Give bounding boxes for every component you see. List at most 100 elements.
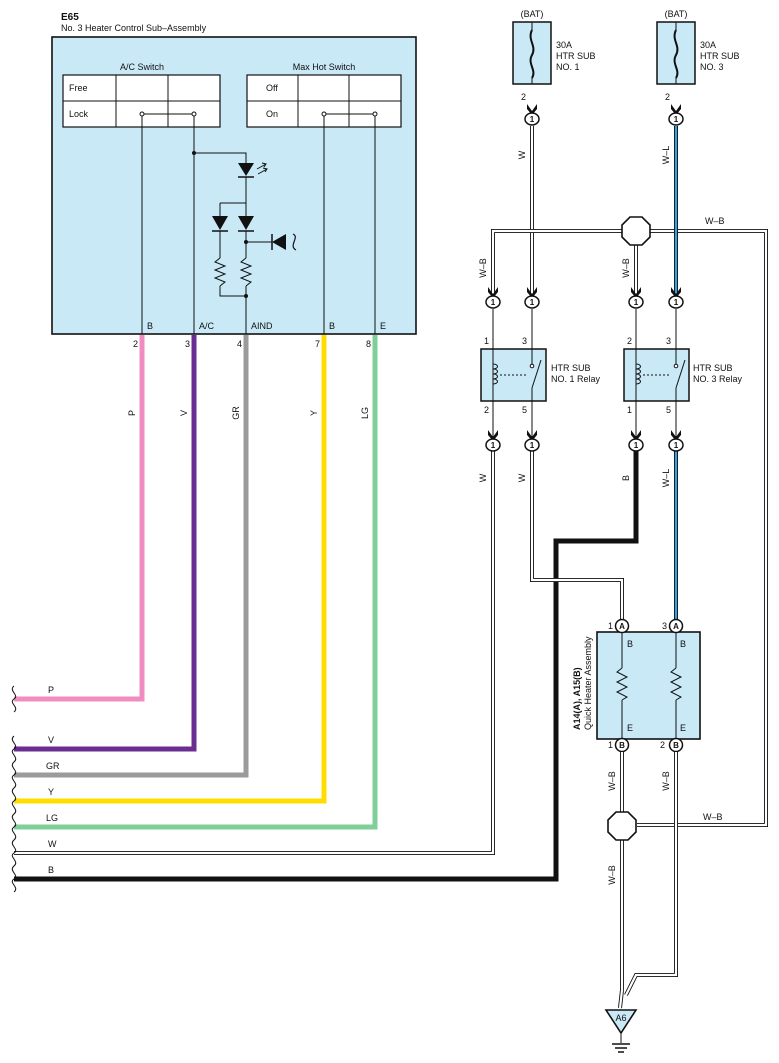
pin-number: 2 — [665, 92, 670, 102]
ground-icon — [612, 1043, 630, 1053]
harness-wires: P V GR Y LG P V GR Y LG W B — [11, 335, 639, 893]
terminal-label: AIND — [251, 321, 273, 331]
splice-point — [621, 216, 651, 246]
wire-color-label: LG — [360, 407, 370, 419]
pin-number: 4 — [237, 339, 242, 349]
terminal-label: B — [680, 639, 686, 649]
max-hot-switch-title: Max Hot Switch — [293, 62, 356, 72]
fuse-name: NO. 3 — [700, 62, 724, 72]
connector-marker: 1 — [524, 104, 540, 126]
quick-heater-assembly: A14(A), A15(B) Quick Heater Assembly B B… — [572, 618, 701, 753]
terminal-label: B — [147, 321, 153, 331]
wire-color-label: W — [517, 473, 527, 482]
terminal-label: E — [680, 723, 686, 733]
connector-number: 1 — [530, 441, 535, 450]
left-wire-label: GR — [46, 761, 60, 771]
ac-switch-row-free: Free — [69, 83, 88, 93]
relay-contact-icon — [675, 359, 686, 389]
connector-marker: 1 — [668, 430, 684, 452]
wire-color-label: Y — [309, 410, 319, 416]
relay-stubs — [492, 309, 677, 438]
left-wire-label: B — [48, 865, 54, 875]
connector-number: 1 — [674, 298, 679, 307]
pin-number: 5 — [522, 405, 527, 415]
left-wire-label: V — [48, 735, 54, 745]
pin-number: 3 — [185, 339, 190, 349]
pin-number: 7 — [315, 339, 320, 349]
terminal-label: E — [627, 723, 633, 733]
left-wire-label: P — [48, 685, 54, 695]
pin-number: 2 — [521, 92, 526, 102]
connector-letter: A — [619, 622, 625, 631]
wire-color-label: W — [478, 473, 488, 482]
fuse-htr-sub-3: (BAT) 30A HTR SUB NO. 3 2 — [656, 9, 740, 102]
pin-number: 1 — [484, 336, 489, 346]
ground-label: A6 — [615, 1013, 626, 1023]
wire-color-label: W–L — [661, 146, 671, 165]
relay-contact-icon — [531, 359, 542, 389]
wire-p — [14, 335, 145, 702]
ground-bus: W–B W–B W–B — [478, 216, 768, 827]
max-hot-row-off: Off — [266, 83, 278, 93]
relay-coil-icon — [492, 363, 498, 385]
wire-color-label: W–B — [661, 771, 671, 791]
connector-letter: A — [673, 622, 679, 631]
pin-number: 1 — [627, 405, 632, 415]
wire-y — [14, 335, 327, 804]
connector-number: 1 — [530, 115, 535, 124]
pin-number: 1 — [608, 621, 613, 631]
wire-b — [14, 448, 639, 882]
resistor-icon — [239, 257, 253, 287]
fuse-htr-sub-1: (BAT) 30A HTR SUB NO. 1 2 — [512, 9, 596, 102]
connector-marker: 1 — [524, 430, 540, 452]
terminal-label: A/C — [199, 321, 215, 331]
fuse-icon — [673, 29, 679, 79]
heater-element-icon — [615, 667, 629, 701]
fuse-source: (BAT) — [665, 9, 688, 19]
pin-number: 3 — [666, 336, 671, 346]
wire-color-label: B — [621, 475, 631, 481]
fuse-rating: 30A — [700, 40, 716, 50]
relay-name: HTR SUB — [693, 363, 733, 373]
connector-marker: 1 — [524, 287, 540, 309]
wire-color-label: GR — [231, 406, 241, 420]
pin-number: 3 — [662, 621, 667, 631]
connector-number: 1 — [530, 298, 535, 307]
wire-color-label: W–B — [607, 865, 617, 885]
pin-number: 1 — [608, 740, 613, 750]
component-name: Quick Heater Assembly — [583, 636, 593, 730]
relay-coil-icon — [635, 363, 641, 385]
relay-htr-sub-1: 1 3 2 5 HTR SUB NO. 1 Relay — [480, 336, 601, 415]
pin-number: 2 — [660, 740, 665, 750]
component-code: A14(A), A15(B) — [572, 667, 582, 730]
wire-color-label: W–B — [621, 258, 631, 278]
terminal-label: B — [329, 321, 335, 331]
connector-number: 1 — [634, 298, 639, 307]
fuse-source: (BAT) — [521, 9, 544, 19]
relay-name: NO. 3 Relay — [693, 374, 743, 384]
ground-bus-label: W–B — [705, 216, 725, 226]
terminal-label: B — [627, 639, 633, 649]
ground-bus-label: W–B — [703, 812, 723, 822]
connector-number: 1 — [674, 441, 679, 450]
connector-marker: 1 — [628, 287, 644, 309]
connector-marker: 1 — [485, 287, 501, 309]
ground-wires: W–B W–B W–B W–B — [607, 752, 723, 1009]
component-name: No. 3 Heater Control Sub–Assembly — [61, 23, 207, 33]
wire-color-label: W — [517, 150, 527, 159]
connector-letter: B — [619, 741, 625, 750]
wire-color-label: W–B — [478, 258, 488, 278]
relay-name: NO. 1 Relay — [551, 374, 601, 384]
wire-w — [14, 448, 495, 855]
ac-switch-title: A/C Switch — [120, 62, 164, 72]
wire-color-label: P — [127, 410, 137, 416]
fuse-name: HTR SUB — [700, 51, 740, 61]
wire-v — [14, 335, 197, 752]
connector-number: 1 — [491, 441, 496, 450]
connector-letter: B — [673, 741, 679, 750]
heater-control-sub-assembly: E65 No. 3 Heater Control Sub–Assembly A/… — [51, 12, 417, 349]
ac-switch-row-lock: Lock — [69, 109, 89, 119]
pin-number: 2 — [133, 339, 138, 349]
pin-number: 5 — [666, 405, 671, 415]
